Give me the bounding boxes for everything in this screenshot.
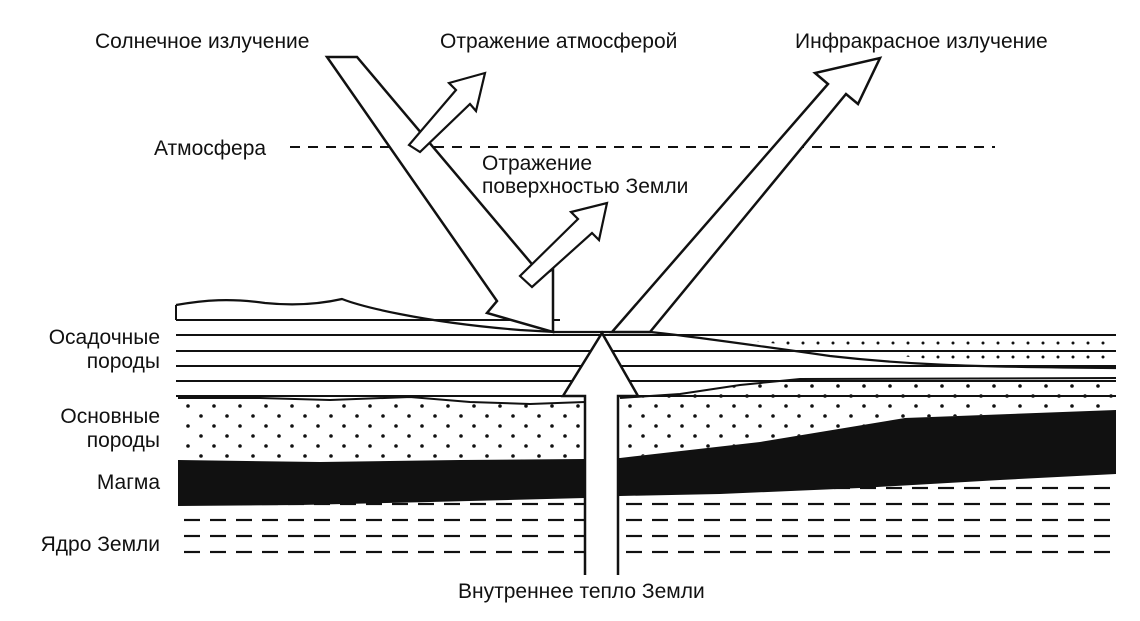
sedimentary-rock-lines bbox=[176, 319, 1116, 397]
surface-reflection-arrow bbox=[518, 201, 609, 289]
atmosphere-reflection-arrow bbox=[407, 71, 487, 154]
label-sedimentary-line2: породы bbox=[87, 350, 160, 373]
label-surface-reflection-line2: поверхностью Земли bbox=[482, 175, 688, 198]
basic-rocks-layer bbox=[178, 378, 1116, 462]
label-core: Ядро Земли bbox=[41, 533, 160, 556]
label-surface-reflection-line1: Отражение bbox=[482, 152, 592, 175]
magma-layer bbox=[178, 410, 1116, 506]
infrared-radiation-arrow bbox=[609, 56, 883, 334]
label-sedimentary-line1: Осадочные bbox=[49, 326, 160, 349]
label-magma: Магма bbox=[97, 471, 161, 494]
label-infrared-radiation: Инфракрасное излучение bbox=[795, 30, 1048, 53]
internal-heat-arrow bbox=[560, 330, 641, 575]
label-atmosphere-reflection: Отражение атмосферой bbox=[440, 30, 677, 53]
basic-rocks-boundary bbox=[178, 395, 586, 406]
solar-radiation-arrow bbox=[324, 55, 555, 334]
ground-surface bbox=[175, 297, 1117, 370]
label-internal-heat: Внутреннее тепло Земли bbox=[458, 580, 705, 603]
label-basic-line1: Основные bbox=[60, 405, 160, 428]
label-solar-radiation: Солнечное излучение bbox=[95, 30, 309, 53]
label-atmosphere: Атмосфера bbox=[154, 137, 266, 160]
label-basic-line2: породы bbox=[87, 429, 160, 452]
